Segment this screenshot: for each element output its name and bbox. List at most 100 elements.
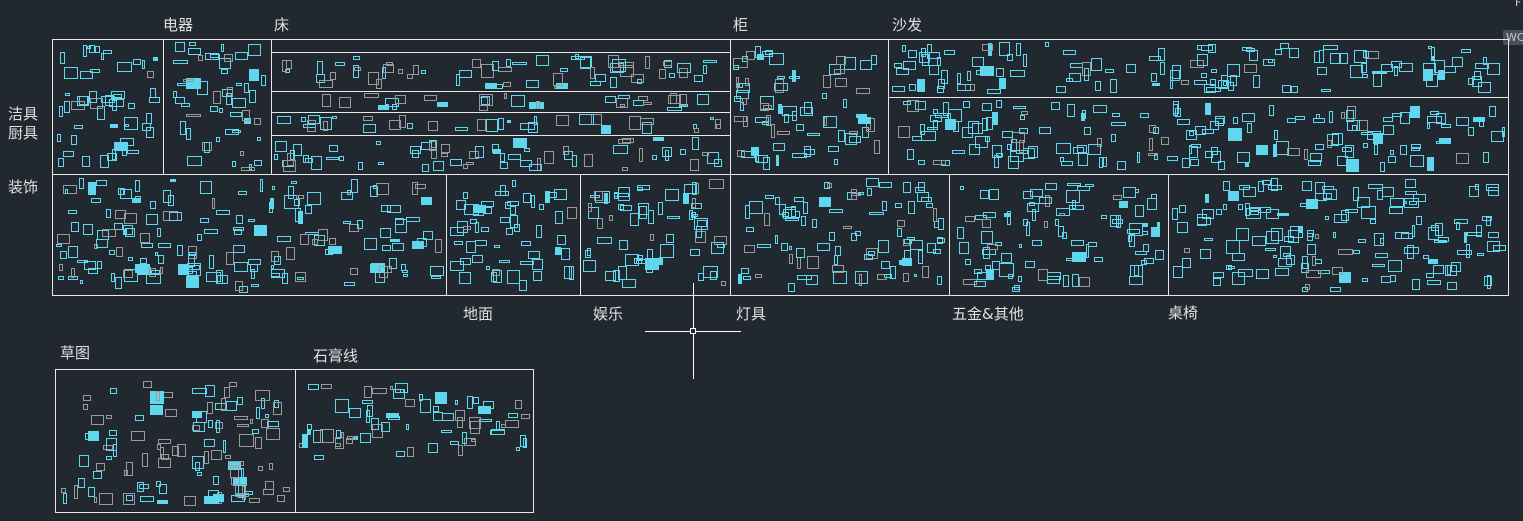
cad-block-symbol[interactable] [1194,79,1208,86]
cad-block-symbol[interactable] [1372,73,1382,88]
cad-block-symbol[interactable] [1018,275,1022,282]
cad-block-symbol[interactable] [1477,81,1492,93]
cad-block-symbol[interactable] [1000,253,1013,263]
cad-block-symbol[interactable] [507,120,511,124]
cad-block-symbol[interactable] [338,96,351,109]
cad-block-symbol[interactable] [1150,226,1161,237]
cad-block-symbol[interactable] [1333,214,1347,224]
cad-block-symbol[interactable] [158,254,164,264]
cad-block-symbol[interactable] [1109,215,1119,228]
cad-block-symbol[interactable] [463,203,479,216]
cad-block-symbol[interactable] [204,439,216,448]
cad-block-symbol[interactable] [1227,128,1243,142]
cad-block-symbol[interactable] [612,270,621,283]
cad-block-symbol[interactable] [478,405,492,414]
cad-block-symbol[interactable] [174,97,185,104]
cad-block-symbol[interactable] [995,68,1004,78]
cad-block-symbol[interactable] [307,423,312,431]
cad-block-symbol[interactable] [936,85,944,93]
cad-block-symbol[interactable] [554,189,567,201]
cad-block-symbol[interactable] [1346,105,1356,120]
cad-block-symbol[interactable] [1249,211,1259,215]
cad-block-symbol[interactable] [1169,76,1174,89]
cad-block-symbol[interactable] [498,66,513,72]
cad-block-symbol[interactable] [96,238,108,248]
cad-block-symbol[interactable] [100,155,109,169]
cad-block-symbol[interactable] [894,63,903,69]
cad-block-symbol[interactable] [108,250,115,255]
cad-block-symbol[interactable] [1025,261,1035,268]
cad-block-symbol[interactable] [645,55,650,70]
cad-block-symbol[interactable] [378,104,389,110]
cad-block-symbol[interactable] [394,219,407,233]
cad-block-symbol[interactable] [225,401,237,411]
cad-block-symbol[interactable] [1467,232,1482,236]
cad-block-symbol[interactable] [492,268,500,276]
cad-block-symbol[interactable] [455,399,459,405]
cad-block-symbol[interactable] [458,69,472,79]
cad-block-symbol[interactable] [503,93,508,99]
cad-block-symbol[interactable] [1214,115,1225,125]
cad-block-symbol[interactable] [85,432,92,440]
cad-block-symbol[interactable] [1215,208,1223,216]
cad-block-symbol[interactable] [204,142,211,154]
cad-block-symbol[interactable] [160,266,164,274]
cad-block-symbol[interactable] [420,399,432,413]
cad-block-symbol[interactable] [1271,178,1279,191]
cad-block-symbol[interactable] [1156,222,1161,229]
cad-block-symbol[interactable] [335,62,346,66]
cad-block-symbol[interactable] [471,438,477,443]
cad-block-symbol[interactable] [106,456,113,460]
cad-block-symbol[interactable] [287,152,295,167]
cad-block-symbol[interactable] [1255,269,1269,279]
cad-block-symbol[interactable] [1461,49,1472,54]
cad-block-symbol[interactable] [110,387,118,394]
cad-block-symbol[interactable] [260,418,269,429]
cad-block-symbol[interactable] [187,254,196,267]
cad-block-symbol[interactable] [70,222,80,232]
cad-block-symbol[interactable] [1427,259,1438,265]
cad-block-symbol[interactable] [1291,85,1298,93]
cad-block-symbol[interactable] [637,79,642,84]
cad-block-symbol[interactable] [1188,145,1199,158]
cad-block-symbol[interactable] [902,182,912,194]
cad-block-symbol[interactable] [765,50,774,56]
cad-block-symbol[interactable] [1323,44,1339,50]
cad-block-symbol[interactable] [1315,258,1323,264]
cad-block-symbol[interactable] [1380,162,1386,172]
cad-block-symbol[interactable] [1070,239,1084,246]
cad-block-symbol[interactable] [863,254,874,260]
cad-block-symbol[interactable] [907,50,917,59]
cad-block-symbol[interactable] [890,265,896,279]
cad-block-symbol[interactable] [1031,239,1043,246]
cad-block-symbol[interactable] [982,103,993,111]
cad-block-symbol[interactable] [1272,144,1277,157]
cad-block-symbol[interactable] [220,44,225,53]
cad-block-symbol[interactable] [591,114,602,126]
cad-block-symbol[interactable] [345,438,353,445]
cad-block-symbol[interactable] [105,415,113,419]
cad-block-symbol[interactable] [146,272,162,284]
cad-block-symbol[interactable] [716,243,726,249]
cad-block-symbol[interactable] [1274,268,1289,277]
cad-block-symbol[interactable] [552,72,564,87]
cad-block-symbol[interactable] [1060,161,1074,166]
cad-block-symbol[interactable] [148,267,156,277]
cad-block-symbol[interactable] [1210,68,1218,73]
cad-block-symbol[interactable] [584,153,593,168]
cad-block-symbol[interactable] [354,66,361,71]
cad-block-symbol[interactable] [95,45,100,54]
cad-block-symbol[interactable] [1327,133,1340,146]
cad-block-symbol[interactable] [908,201,916,214]
cad-block-symbol[interactable] [1217,161,1225,171]
cad-block-symbol[interactable] [617,187,631,201]
cad-block-symbol[interactable] [1487,240,1500,253]
cad-block-symbol[interactable] [1345,145,1355,159]
cad-block-symbol[interactable] [265,481,274,490]
cad-block-symbol[interactable] [842,225,852,230]
cad-block-symbol[interactable] [571,154,577,168]
cad-block-symbol[interactable] [63,101,70,113]
cad-block-symbol[interactable] [265,427,281,440]
cad-block-symbol[interactable] [1265,248,1276,252]
cad-block-symbol[interactable] [306,192,322,205]
